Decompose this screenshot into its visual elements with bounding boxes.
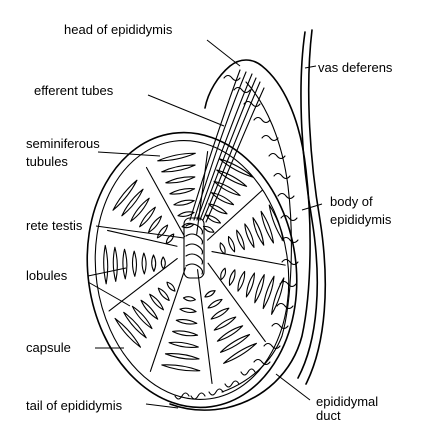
seminiferous-tubule (167, 282, 175, 291)
seminiferous-tubule (214, 317, 236, 330)
seminiferous-tubule (122, 189, 143, 216)
epididymal-coil (274, 174, 290, 179)
label-capsule: capsule (26, 340, 71, 355)
seminiferous-tubule (180, 308, 196, 312)
rete-testis (184, 218, 204, 278)
leader-lobules-2 (88, 282, 130, 306)
epididymal-coil (277, 304, 293, 309)
efferent-tube (200, 78, 256, 220)
seminiferous-tubule (176, 320, 197, 325)
leader-efferent (148, 95, 224, 126)
seminiferous-tubule (123, 249, 127, 279)
seminiferous-tubule (113, 180, 137, 210)
seminiferous-tubule (211, 308, 229, 319)
septum (212, 252, 285, 266)
label-duct: duct (316, 408, 341, 423)
seminiferous-tubule (245, 224, 254, 247)
seminiferous-tubule (161, 257, 165, 269)
epididymal-coil (278, 194, 294, 199)
seminiferous-tubule (162, 165, 195, 172)
seminiferous-tubule (205, 291, 215, 297)
label-efferent-tubes: efferent tubes (34, 83, 114, 98)
seminiferous-tubule (221, 268, 226, 279)
seminiferous-tubule (124, 312, 146, 338)
epididymal-coil (262, 136, 278, 141)
seminiferous-tubule (220, 243, 225, 254)
label-epididymal: epididymal (316, 394, 378, 409)
epididymal-coil (281, 216, 297, 221)
leader-duct (276, 374, 310, 400)
label-epididymis: epididymis (330, 212, 392, 227)
capsule-inner (79, 128, 305, 412)
rete-testis-network (186, 224, 203, 274)
seminiferous-tubule (255, 275, 264, 303)
seminiferous-tubule (158, 153, 196, 161)
efferent-tube (190, 70, 240, 220)
seminiferous-tubule (132, 306, 152, 328)
label-seminiferous: seminiferous (26, 136, 100, 151)
seminiferous-tubule (246, 273, 254, 297)
seminiferous-tubule (150, 294, 164, 310)
seminiferous-tubule (152, 255, 156, 271)
label-tail-of-epididymis: tail of epididymis (26, 398, 123, 413)
epididymal-coil (234, 88, 250, 93)
septum (208, 190, 263, 240)
seminiferous-tubule (174, 200, 194, 205)
seminiferous-tubule (203, 226, 214, 232)
epididymal-coil (254, 118, 270, 123)
seminiferous-tubule (269, 205, 283, 241)
lobules-group (104, 152, 285, 384)
label-vas-deferens: vas deferens (318, 60, 393, 75)
label-body-of: body of (330, 194, 373, 209)
seminiferous-tubule (104, 245, 108, 283)
seminiferous-tubule (228, 237, 234, 252)
seminiferous-tubule (173, 331, 198, 336)
leader-seminiferous (98, 152, 160, 156)
seminiferous-tubule (131, 198, 149, 221)
epididymal-coil (209, 389, 223, 395)
epididymal-coil (241, 369, 255, 375)
seminiferous-tubule (253, 218, 264, 246)
seminiferous-tubule (224, 343, 257, 363)
seminiferous-tubule (263, 276, 274, 308)
label-head-of-epididymis: head of epididymis (64, 22, 173, 37)
epididymal-coil (272, 324, 288, 329)
septum (198, 270, 212, 384)
label-lobules: lobules (26, 268, 68, 283)
seminiferous-tubule (158, 288, 169, 300)
seminiferous-tubule (183, 297, 195, 301)
seminiferous-tubule (170, 189, 195, 195)
seminiferous-tubule (165, 354, 199, 360)
epididymal-coil (225, 381, 239, 387)
seminiferous-tubule (142, 253, 146, 274)
epididymal-coil (191, 393, 205, 399)
seminiferous-tubule (229, 270, 235, 286)
seminiferous-tubule (113, 247, 117, 281)
seminiferous-tubule (237, 230, 245, 249)
leader-vas (305, 66, 316, 68)
seminiferous-tubule (169, 342, 198, 347)
label-rete-testis: rete testis (26, 218, 83, 233)
seminiferous-tubule (166, 177, 195, 183)
seminiferous-tubule (238, 271, 245, 291)
leader-rete (96, 226, 184, 238)
leader-head (207, 40, 240, 66)
vas-deferens-tube (298, 32, 317, 378)
seminiferous-tubule (115, 318, 140, 347)
seminiferous-tubule (148, 216, 161, 232)
seminiferous-tubule (162, 365, 200, 371)
septum (109, 259, 177, 311)
seminiferous-tubule (221, 335, 250, 353)
seminiferous-tubule (132, 251, 136, 276)
label-tubules: tubules (26, 154, 68, 169)
seminiferous-tubule (208, 299, 222, 308)
